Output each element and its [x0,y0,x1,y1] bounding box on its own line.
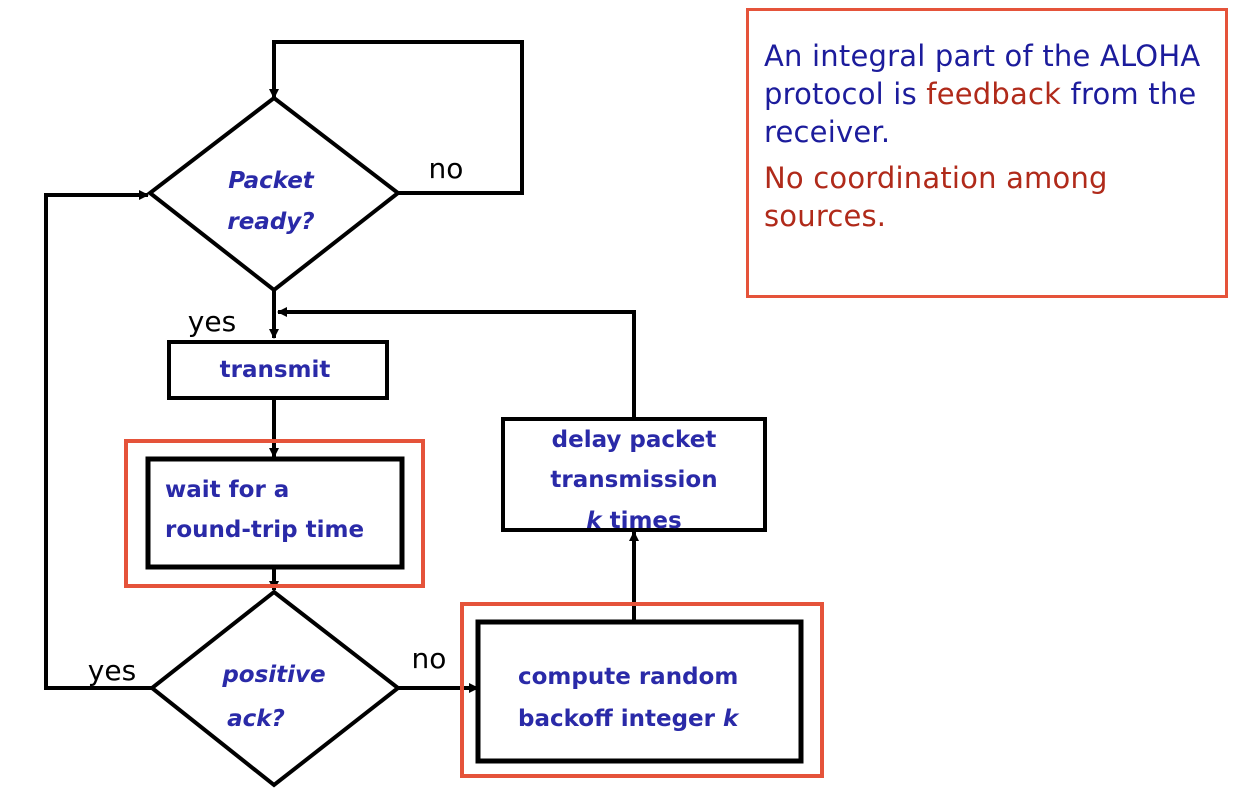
packet-no-label: no [429,152,464,185]
transmit-box [167,340,389,400]
positive-ack-line-1: positive [221,662,325,688]
ack-yes-return-arrow [44,190,152,690]
wait-line-1: wait for a [165,477,289,503]
packet-ready-diamond [146,95,402,293]
wait-box [145,456,405,570]
note-feedback-paragraph: An integral part of the ALOHA protocol i… [764,37,1225,151]
packet-yes-label: yes [188,305,236,338]
ack-yes-label: yes [88,654,136,687]
ack-no-label: no [412,642,447,675]
note-feedback-word: feedback [926,77,1062,111]
compute-backoff-line-1: compute random [518,664,738,690]
delay-box [501,417,767,532]
delay-line-3: k times [586,508,681,534]
note-text-end: from the receiver. [764,77,1197,149]
note-coordination-paragraph: No coordination among sources. [764,161,1108,233]
packet-ready-line-1: Packet [228,168,315,194]
packet-no-loop-arrow [269,40,524,195]
compute-backoff-line-2: backoff integer k [518,706,740,732]
delay-times: times [602,508,682,534]
delay-line-1: delay packet [552,427,717,453]
note-text-start: An integral part of the ALOHA protocol i… [764,39,1201,111]
compute-backoff-box [475,619,804,764]
compute-backoff-k: k [723,706,740,732]
compute-backoff-text: backoff integer [518,706,723,732]
wait-highlight-frame [124,439,425,588]
delay-k: k [586,508,603,534]
aloha-note-box: An integral part of the ALOHA protocol i… [746,8,1228,298]
positive-ack-line-2: ack? [227,706,285,732]
positive-ack-diamond [148,589,402,788]
wait-line-2: round-trip time [165,517,364,543]
transmit-label: transmit [220,357,331,383]
packet-ready-line-2: ready? [227,209,314,235]
backoff-highlight-frame [460,602,824,778]
connectors [44,40,639,693]
delay-line-2: transmission [550,467,717,493]
delay-return-arrow [277,307,636,417]
